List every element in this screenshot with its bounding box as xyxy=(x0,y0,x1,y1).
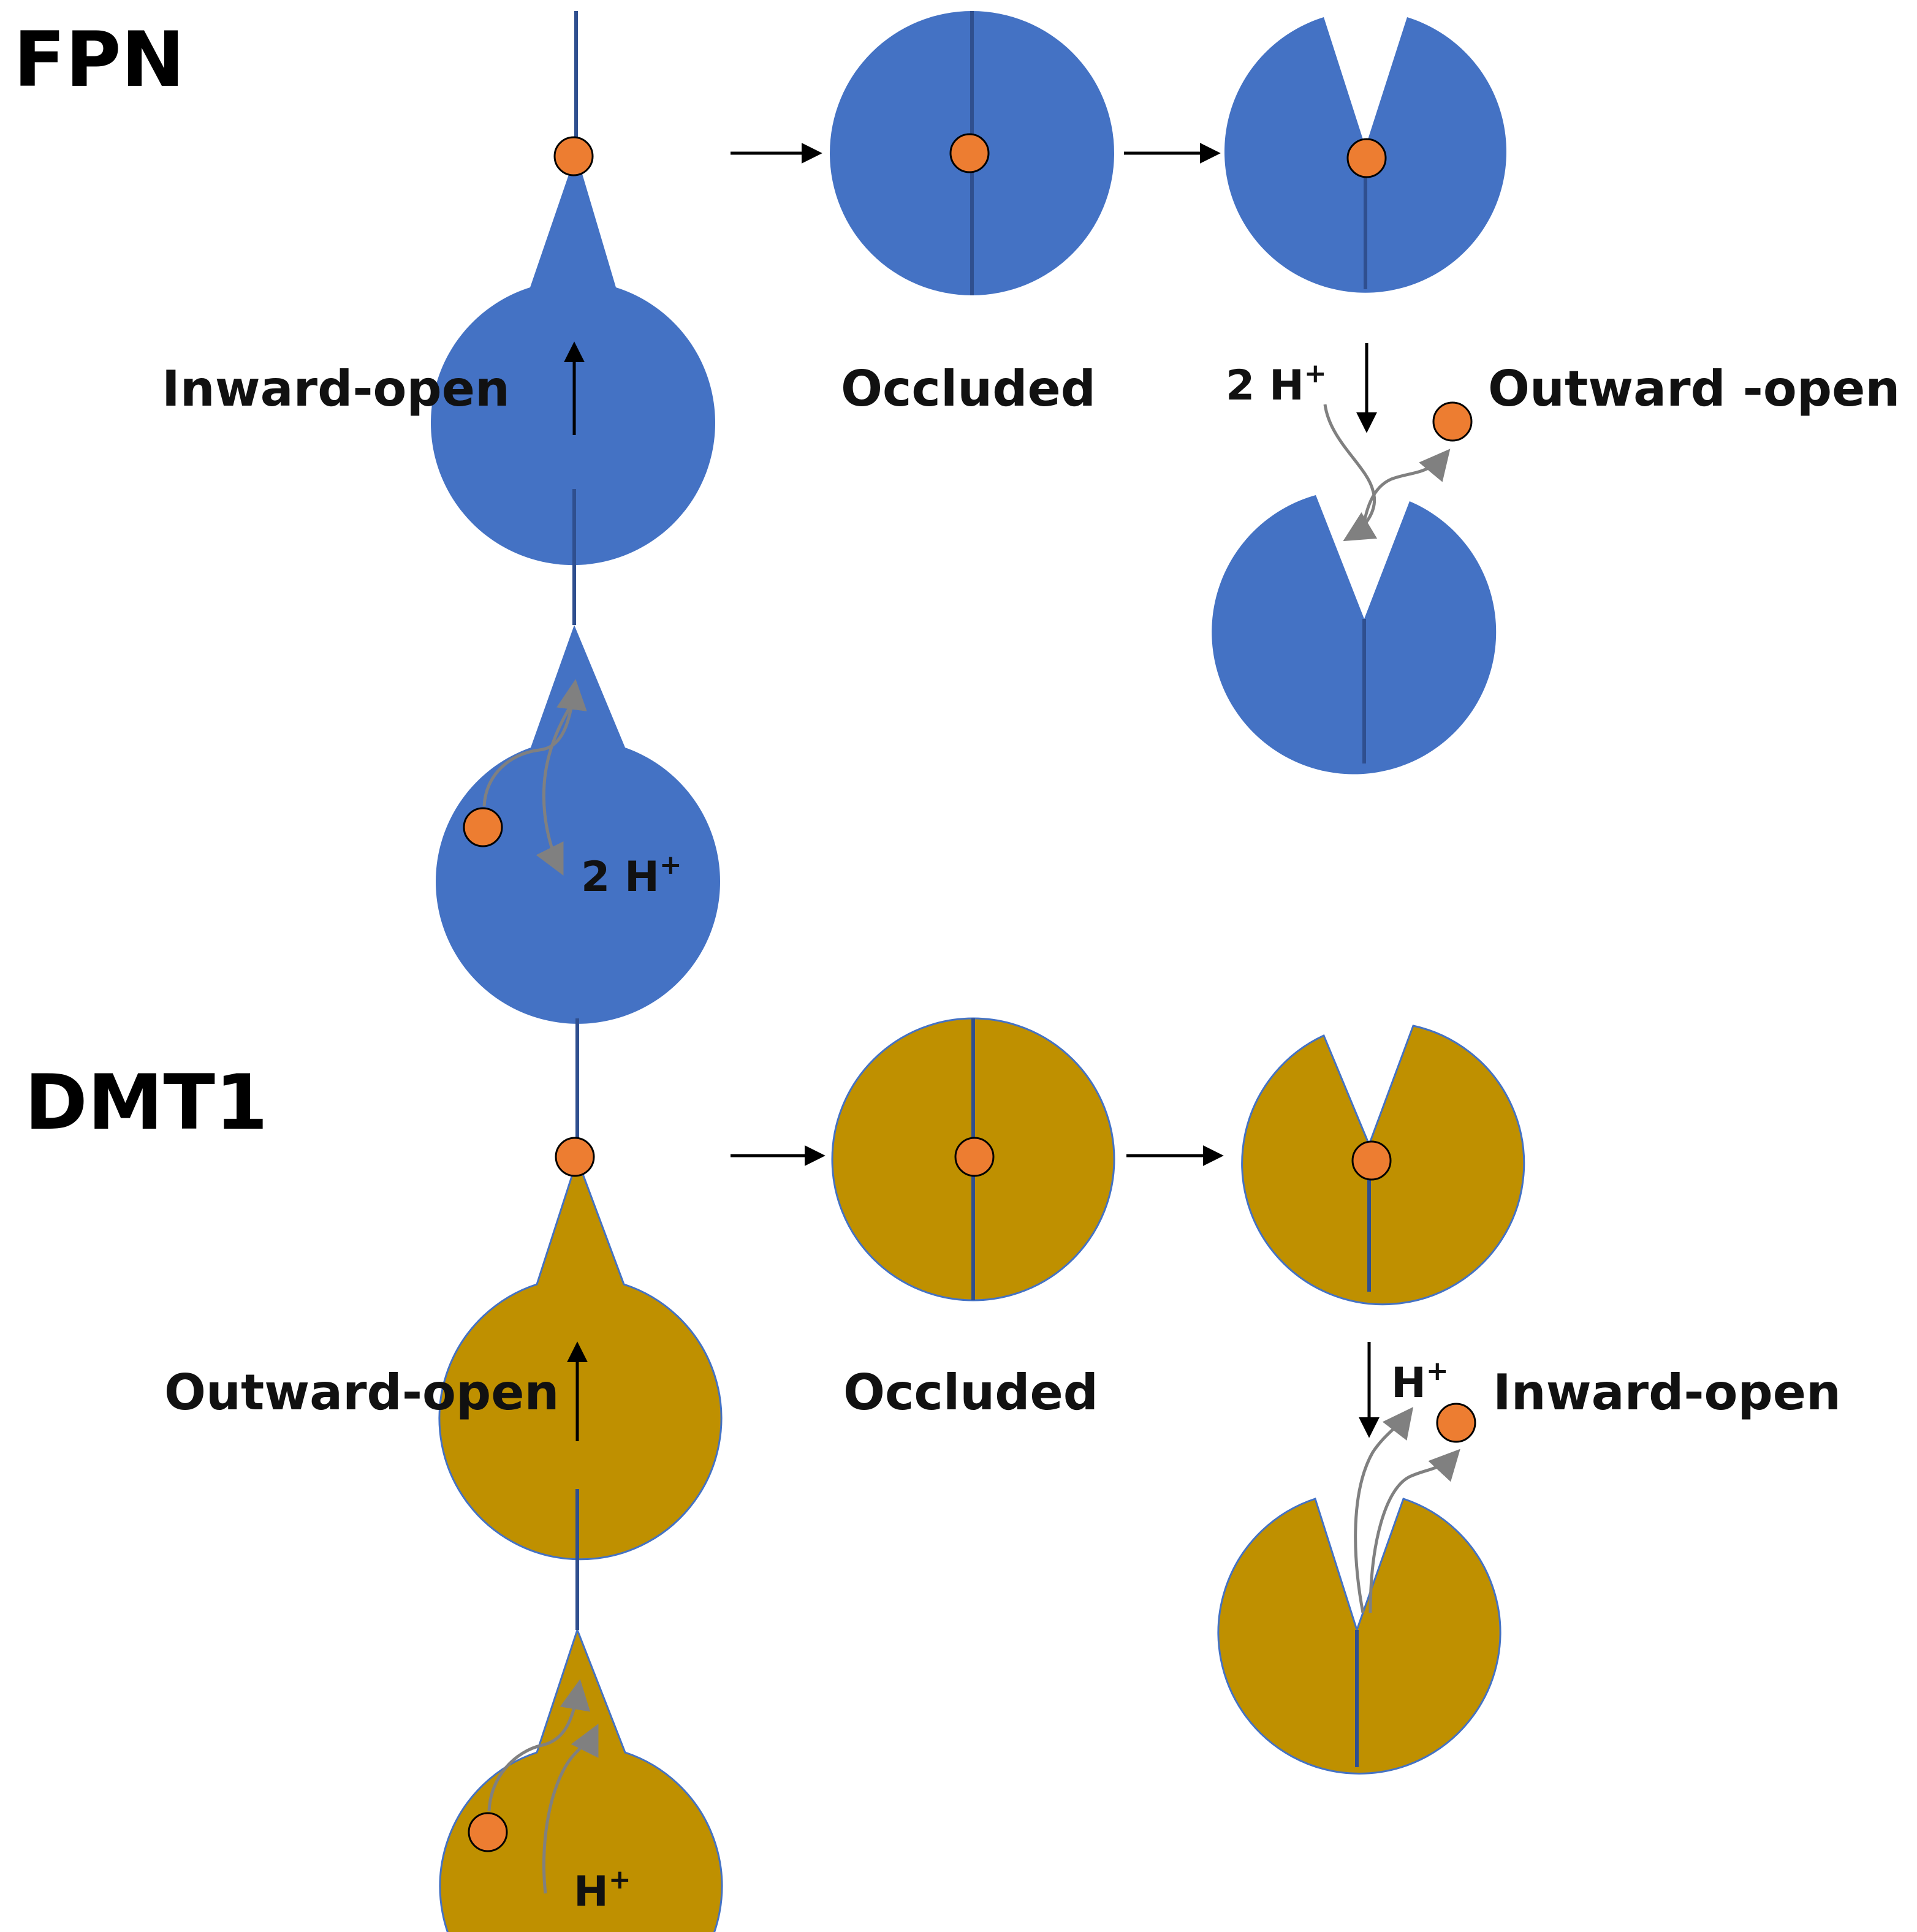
dmt1-transporter-4 xyxy=(439,1489,723,1932)
dmt1-free-substrate-outside xyxy=(468,1812,508,1852)
dmt1-ion-label-release: H+ xyxy=(1391,1355,1449,1407)
fpn-transporter-5 xyxy=(1212,495,1497,775)
fpn-state-occluded: Occluded xyxy=(841,360,1096,417)
dmt1-flow-arrow-proton-out xyxy=(1354,1407,1414,1613)
fpn-ion-label-release: 2 H+ xyxy=(1226,358,1327,410)
dmt1-transporter-2 xyxy=(831,1017,1115,1301)
fpn-transporter-2-substrate xyxy=(949,133,990,173)
dmt1-transporter-1-body xyxy=(438,1156,723,1561)
fpn-transporter-1-substrate xyxy=(553,136,594,176)
fpn-transporter-1 xyxy=(430,11,715,566)
fpn-transporter-2 xyxy=(830,11,1114,295)
fpn-state-outward-open: Outward -open xyxy=(1488,360,1900,417)
dmt1-flow-arrow-substrate-out xyxy=(1368,1449,1460,1613)
dmt1-state-inward-open: Inward-open xyxy=(1493,1364,1841,1421)
fpn-ion-label-uptake: 2 H+ xyxy=(581,849,682,901)
dmt1-transporter-5 xyxy=(1217,1498,1501,1775)
fpn-transporter-4-body xyxy=(436,625,721,1024)
dmt1-flow-arrow-substrate-in xyxy=(487,1679,591,1812)
dmt1-transporter-1 xyxy=(438,1018,723,1561)
dmt1-transporter-5-body xyxy=(1217,1498,1501,1775)
dmt1-panel: DMT1 xyxy=(25,1017,1841,1932)
fpn-flow-arrow-substrate-in xyxy=(482,679,587,807)
fpn-transporter-3-substrate xyxy=(1346,138,1387,178)
dmt1-transporter-3-substrate xyxy=(1351,1140,1392,1181)
fpn-panel-title: FPN xyxy=(13,16,184,104)
fpn-free-substrate-inside xyxy=(463,807,503,847)
dmt1-state-outward-open: Outward-open xyxy=(164,1364,559,1421)
dmt1-transporter-2-substrate xyxy=(954,1137,995,1177)
fpn-flow-arrow-substrate-out xyxy=(1360,449,1451,537)
dmt1-panel-title: DMT1 xyxy=(25,1059,268,1147)
dmt1-transporter-3 xyxy=(1241,1025,1525,1306)
fpn-transporter-5-body xyxy=(1212,495,1497,775)
fpn-panel: FPN xyxy=(13,11,1900,1024)
dmt1-flow-arrow-proton-in xyxy=(542,1724,599,1894)
dmt1-transporter-1-substrate xyxy=(555,1137,595,1177)
fpn-free-substrate-outside xyxy=(1432,401,1473,442)
dmt1-ion-label-uptake: H+ xyxy=(574,1864,631,1916)
fpn-state-inward-open: Inward-open xyxy=(162,360,510,417)
fpn-flow-arrow-proton-out xyxy=(536,697,577,876)
dmt1-transporter-4-body xyxy=(439,1627,723,1932)
fpn-transporter-4 xyxy=(436,489,721,1024)
dmt1-free-substrate-inside xyxy=(1436,1403,1476,1443)
dmt1-state-occluded: Occluded xyxy=(843,1364,1098,1421)
fpn-transporter-3 xyxy=(1224,17,1507,293)
